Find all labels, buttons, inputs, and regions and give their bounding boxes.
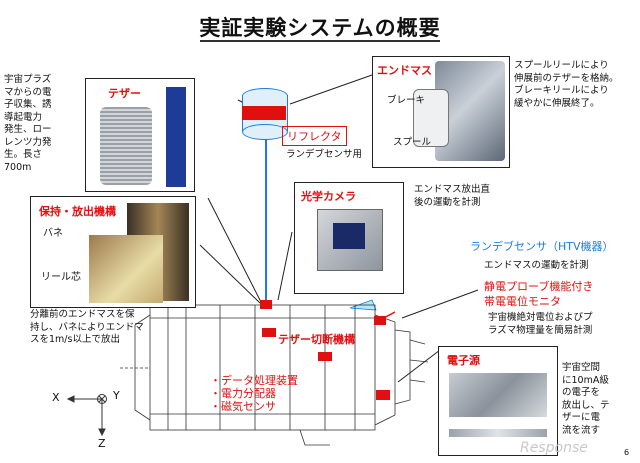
probe-label-line1: 静電プローブ機能付き	[484, 280, 594, 293]
spool-label: スプール	[393, 137, 432, 148]
axis-indicator	[66, 394, 107, 437]
holding-description: 分離前のエンドマスを保 持し、バネによりエンドマ スを1m/s以上で放出	[30, 309, 144, 345]
equipment-item-data-processor: ・データ処理装置	[210, 374, 298, 387]
end-mass-cutaway	[413, 89, 449, 147]
rendezvous-description: エンドマスの運動を計測	[484, 260, 589, 271]
equipment-item-magnetic-sensor: ・磁気センサ	[210, 400, 276, 413]
electron-source-description: 宇宙空間 に10mA級 の電子を 放出し、テ ザーに電 流を流す	[562, 362, 610, 436]
probe-label-line2: 帯電電位モニタ	[484, 295, 561, 308]
holding-photo-left	[89, 235, 163, 303]
tether-cutter-label: テザー切断機構	[278, 333, 355, 346]
end-mass-description: スプールリールにより 伸展前のテザーを格納。 ブレーキリールにより 緩やかに伸展…	[514, 60, 619, 109]
tether-strip-photo	[166, 87, 186, 187]
spacecraft-hull-drawing	[120, 304, 429, 446]
axis-y-label: Y	[113, 389, 120, 402]
electron-source-rod-photo	[449, 429, 547, 437]
tether-label: テザー	[108, 87, 141, 100]
brake-label: ブレーキ	[387, 95, 426, 106]
tether-reel-photo	[100, 107, 152, 185]
page-title: 実証実験システムの概要	[199, 16, 441, 40]
camera-panel: 光学カメラ	[294, 182, 404, 294]
reflector-sublabel: ランデブセンサ用	[286, 149, 363, 160]
electron-source-panel: 電子源	[438, 346, 558, 456]
end-mass-label: エンドマス	[377, 64, 432, 77]
camera-lens-block	[333, 223, 365, 249]
watermark-logo: Response	[520, 440, 588, 456]
page-number: 6	[624, 448, 630, 457]
spring-label: バネ	[39, 223, 67, 240]
axis-x-label: X	[52, 391, 60, 404]
axis-z-label: Z	[98, 437, 106, 450]
end-mass-panel: エンドマス ブレーキ スプール	[372, 56, 510, 168]
equipment-list: ・データ処理装置 ・電力分配器 ・磁気センサ	[210, 374, 298, 413]
tether-description: 宇宙プラズ マからの電 子収集、誘 導起電力 発生、ロー レンツ力発 生。長さ …	[4, 74, 52, 173]
rendezvous-label: ランデブセンサ（HTV機器）	[470, 240, 614, 253]
holding-label: 保持・放出機構	[39, 205, 116, 218]
tether-panel: テザー	[85, 78, 195, 192]
holding-panel: 保持・放出機構 バネ リール芯	[30, 196, 196, 308]
probe-description: 宇宙機絶対電位およびプ ラズマ物理量を簡易計測	[488, 312, 593, 336]
electron-source-label: 電子源	[447, 354, 480, 367]
equipment-item-power-distributor: ・電力分配器	[210, 387, 276, 400]
electron-source-photo	[449, 373, 547, 417]
end-mass-illustration	[242, 88, 288, 140]
title-underline	[200, 40, 440, 42]
camera-label: 光学カメラ	[301, 190, 356, 203]
reflector-label: リフレクタ	[282, 126, 347, 146]
camera-description: エンドマス放出直 後の運動を計測	[414, 184, 491, 208]
reel-core-label: リール芯	[37, 267, 85, 284]
